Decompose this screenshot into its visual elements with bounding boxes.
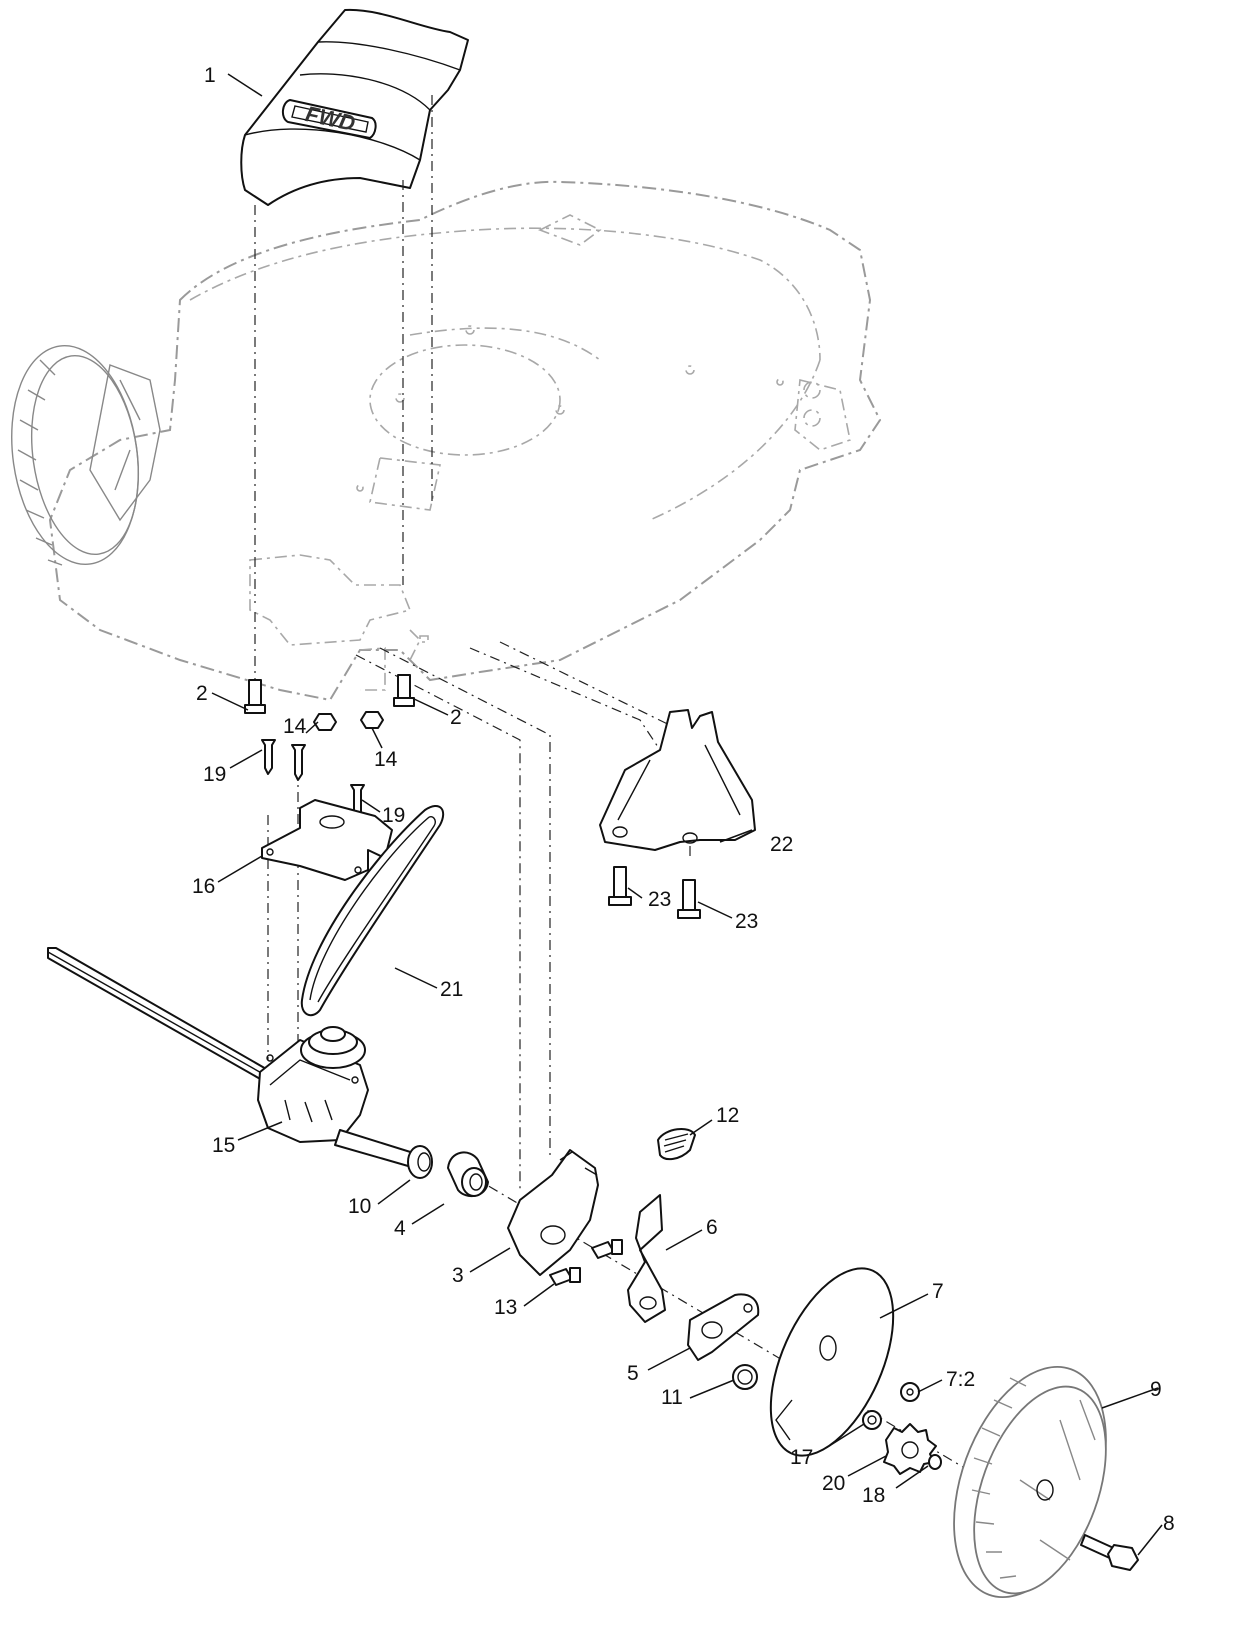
- callout-14-right: 14: [374, 748, 398, 771]
- axle-bolt-part-8: [1080, 1534, 1139, 1571]
- bolt-part-13-a: [591, 1239, 623, 1259]
- screw-part-19-b: [291, 744, 306, 781]
- mower-deck-phantom: [48, 180, 882, 702]
- washer-part-17: [862, 1410, 882, 1430]
- callout-18: 18: [862, 1484, 885, 1507]
- callout-16: 16: [192, 875, 215, 898]
- callout-2-left: 2: [196, 682, 208, 705]
- grip-part-12: [657, 1128, 696, 1161]
- callout-13: 13: [494, 1296, 517, 1319]
- bolt-part-2-left: [244, 679, 266, 714]
- callout-19-left: 19: [203, 763, 226, 786]
- screw-part-19-a: [261, 739, 276, 775]
- callout-7: 7: [932, 1280, 944, 1303]
- retainer-part-18: [928, 1454, 942, 1470]
- callout-19-right: 19: [382, 804, 405, 827]
- callout-17: 17: [790, 1446, 813, 1469]
- callout-labels: 1 2 2 14 14 19 19 16 21 22 23 23 15 12 1…: [192, 64, 1175, 1535]
- hub-disc-part-7: [769, 1267, 895, 1457]
- nut-part-14-right: [360, 711, 384, 729]
- callout-15: 15: [212, 1134, 235, 1157]
- callout-4: 4: [394, 1217, 406, 1240]
- rear-wheel-phantom: [11, 345, 161, 566]
- belt-part-21: [300, 805, 445, 1017]
- clip-part-11: [732, 1364, 758, 1390]
- bracket-part-22: [599, 709, 756, 851]
- callout-5: 5: [627, 1362, 639, 1385]
- callout-9: 9: [1150, 1378, 1162, 1401]
- lever-part-6: [627, 1194, 666, 1323]
- callout-12: 12: [716, 1104, 739, 1127]
- leader-lines: [211, 73, 1163, 1556]
- bearing-part-4: [447, 1151, 489, 1198]
- bolt-part-13-b: [549, 1267, 581, 1286]
- callout-23-left: 23: [648, 888, 671, 911]
- callout-20: 20: [822, 1472, 845, 1495]
- callout-11: 11: [661, 1386, 683, 1409]
- callout-3: 3: [452, 1264, 464, 1287]
- callout-1: 1: [204, 64, 216, 87]
- callout-6: 6: [706, 1216, 718, 1239]
- nut-part-14-left: [313, 713, 337, 731]
- callout-2-right: 2: [450, 706, 462, 729]
- bolt-part-23-b: [677, 879, 701, 919]
- callout-21: 21: [440, 978, 463, 1001]
- bushing-part-10: [407, 1145, 433, 1179]
- bolt-part-2-right: [393, 674, 415, 707]
- wheel-part-9: [953, 1365, 1107, 1599]
- washer-part-7-2: [900, 1382, 920, 1402]
- bolt-part-23-a: [608, 866, 632, 906]
- pivot-plate-part-5: [687, 1293, 760, 1361]
- plate-part-3: [507, 1149, 599, 1276]
- callout-22: 22: [770, 833, 793, 856]
- callout-10: 10: [348, 1195, 371, 1218]
- drive-cover-part-1: FWD: [240, 8, 469, 206]
- callout-8: 8: [1163, 1512, 1175, 1535]
- transmission-part-15: [47, 947, 421, 1169]
- callout-23-right: 23: [735, 910, 758, 933]
- callout-7-2: 7:2: [946, 1368, 975, 1391]
- callout-14-left: 14: [283, 715, 307, 738]
- fasteners-upper: [244, 674, 415, 820]
